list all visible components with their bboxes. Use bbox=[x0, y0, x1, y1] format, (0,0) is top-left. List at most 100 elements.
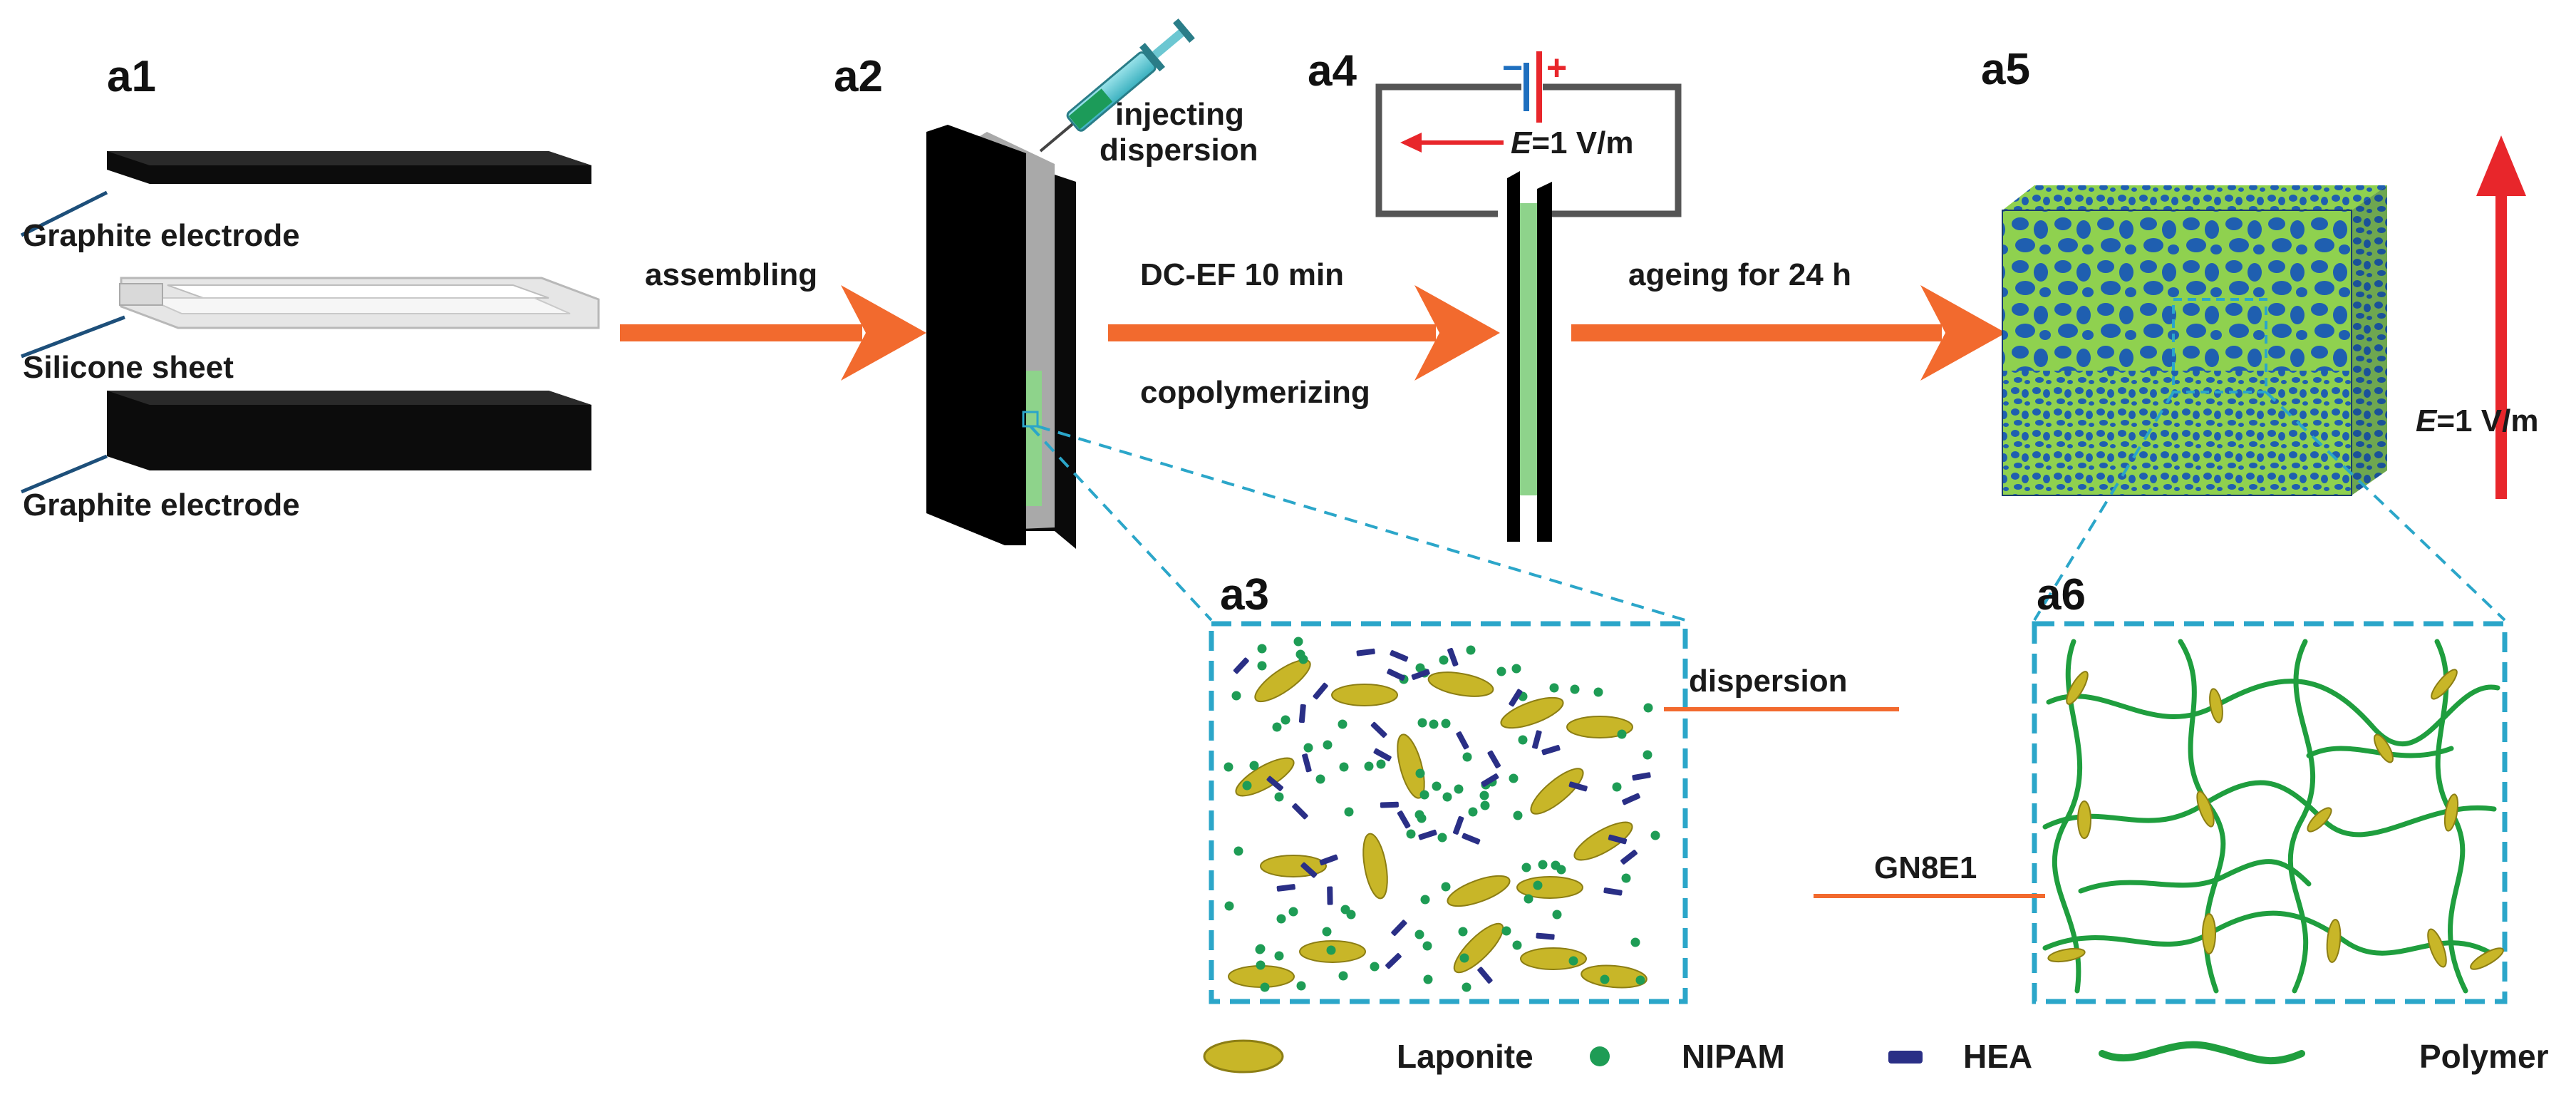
circuit-wire-right bbox=[1543, 83, 1682, 217]
label-dispersion: dispersion bbox=[1689, 664, 1848, 699]
nipam-molecule bbox=[1593, 687, 1603, 697]
hea-molecule bbox=[1266, 776, 1283, 791]
nipam-molecule bbox=[1281, 715, 1290, 725]
hea-molecule bbox=[1456, 731, 1469, 750]
panel-a2: a2 injecting dispersion bbox=[834, 18, 1258, 549]
hea-molecule bbox=[1481, 773, 1499, 787]
syringe-icon bbox=[1039, 18, 1195, 153]
panel-a6: a6 GN8E1 bbox=[1814, 570, 2508, 1004]
gel-block-side bbox=[2352, 185, 2387, 495]
zoom-line-a5-left bbox=[2033, 391, 2175, 622]
nipam-molecule bbox=[1521, 862, 1531, 872]
nipam-molecule bbox=[1621, 873, 1631, 883]
nipam-molecule bbox=[1415, 768, 1425, 778]
label-dispersion-line2: dispersion bbox=[1100, 133, 1258, 168]
laponite-particle bbox=[1397, 733, 1425, 799]
hea-molecule bbox=[1418, 829, 1437, 840]
legend: Laponite NIPAM HEA Polymer bbox=[1203, 1038, 2549, 1075]
silicone-sheet-frame bbox=[119, 277, 600, 329]
nipam-molecule bbox=[1509, 773, 1519, 783]
hea-molecule bbox=[1391, 920, 1407, 936]
top-electrode-face bbox=[107, 151, 591, 165]
hea-molecule bbox=[1608, 834, 1628, 845]
pointer-silicone bbox=[21, 315, 125, 359]
nipam-molecule bbox=[1617, 729, 1627, 739]
laponite-particle bbox=[1566, 716, 1633, 738]
hea-molecule bbox=[1356, 648, 1375, 656]
nipam-molecule bbox=[1344, 807, 1354, 817]
battery-minus-sign: − bbox=[1502, 48, 1523, 88]
label-silicone: Silicone sheet bbox=[23, 350, 234, 385]
nipam-molecule bbox=[1512, 940, 1522, 950]
bottom-graphite-electrode bbox=[107, 391, 591, 470]
nipam-molecule bbox=[1441, 882, 1451, 892]
label-copolymerizing: copolymerizing bbox=[1140, 375, 1370, 410]
hea-molecule bbox=[1276, 884, 1295, 892]
arrow-assembling: assembling bbox=[620, 257, 926, 381]
hea-molecule bbox=[1380, 801, 1399, 808]
hea-molecule bbox=[1370, 721, 1387, 738]
arrow-dcef: DC-EF 10 min copolymerizing bbox=[1108, 257, 1500, 410]
nipam-molecule bbox=[1635, 975, 1645, 985]
nipam-molecule bbox=[1533, 880, 1543, 890]
hea-molecule bbox=[1385, 953, 1402, 969]
nipam-molecule bbox=[1415, 663, 1425, 673]
hea-molecule bbox=[1620, 850, 1638, 865]
nipam-molecule bbox=[1643, 750, 1652, 760]
nipam-molecule bbox=[1650, 830, 1660, 840]
label-bottom-electrode: Graphite electrode bbox=[23, 488, 300, 522]
nipam-molecule bbox=[1417, 718, 1427, 728]
panel-label-a6: a6 bbox=[2037, 570, 2086, 619]
label-assembling: assembling bbox=[645, 257, 817, 292]
panel-label-a5: a5 bbox=[1981, 45, 2030, 94]
field-arrow-head bbox=[1400, 133, 1422, 153]
panel-label-a3: a3 bbox=[1220, 570, 1269, 619]
nipam-molecule bbox=[1233, 846, 1243, 856]
zoom-line-a5-right bbox=[2265, 391, 2506, 622]
hea-molecule bbox=[1603, 887, 1623, 896]
nipam-molecule bbox=[1501, 926, 1511, 936]
a3-particles bbox=[1224, 637, 1660, 992]
nipam-molecule bbox=[1432, 781, 1442, 791]
nipam-molecule bbox=[1420, 895, 1430, 905]
panel-a3: a3 dispersion bbox=[1209, 570, 1899, 1004]
laponite-particle bbox=[1427, 671, 1494, 697]
label-top-electrode: Graphite electrode bbox=[23, 218, 300, 253]
laponite-particle bbox=[1516, 876, 1583, 899]
nipam-molecule bbox=[1295, 649, 1305, 659]
a5-field-label: E=1 V/m bbox=[2416, 403, 2538, 438]
hea-molecule bbox=[1487, 750, 1501, 768]
nipam-molecule bbox=[1414, 930, 1424, 939]
nipam-molecule bbox=[1441, 719, 1451, 728]
legend-laponite-label: Laponite bbox=[1397, 1038, 1533, 1075]
legend-polymer-label: Polymer bbox=[2419, 1038, 2549, 1075]
nipam-molecule bbox=[1338, 971, 1348, 981]
nipam-molecule bbox=[1293, 637, 1303, 647]
a4-left-electrode bbox=[1507, 171, 1520, 542]
nipam-molecule bbox=[1274, 792, 1284, 802]
hea-molecule bbox=[1477, 967, 1493, 984]
hea-molecule bbox=[1411, 669, 1430, 680]
zoom-line-a2-right bbox=[1037, 425, 1686, 622]
pointer-bottom-electrode bbox=[21, 454, 108, 494]
a6-crosslinkers bbox=[2047, 669, 2504, 970]
nipam-molecule bbox=[1439, 655, 1449, 665]
nipam-molecule bbox=[1538, 860, 1548, 870]
hea-molecule bbox=[1509, 689, 1523, 707]
nipam-molecule bbox=[1323, 740, 1333, 750]
nipam-molecule bbox=[1257, 661, 1267, 671]
laponite-particle bbox=[1581, 964, 1647, 989]
hea-molecule bbox=[1536, 932, 1555, 940]
nipam-molecule bbox=[1630, 937, 1640, 947]
nipam-molecule bbox=[1462, 752, 1472, 762]
gel-block-top bbox=[2002, 185, 2387, 210]
zoom-line-a2-left bbox=[1029, 425, 1213, 622]
nipam-molecule bbox=[1322, 927, 1332, 937]
a4-gel-layer bbox=[1520, 203, 1537, 495]
nipam-molecule bbox=[1552, 910, 1562, 920]
hea-molecule bbox=[1632, 772, 1651, 781]
a5-zoom-region bbox=[2172, 298, 2267, 393]
nipam-molecule bbox=[1454, 784, 1464, 794]
gel-block-front-dense bbox=[2002, 371, 2352, 495]
